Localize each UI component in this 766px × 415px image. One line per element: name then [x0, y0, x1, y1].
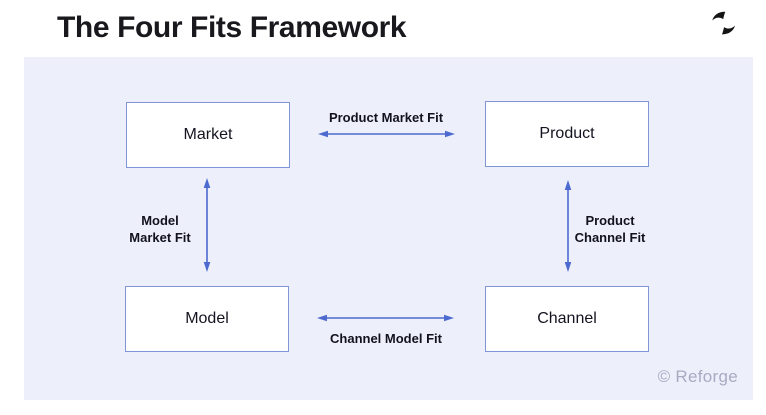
box-channel: Channel [485, 286, 649, 352]
copyright-notice: © Reforge [657, 367, 738, 386]
product-channel-fit-label: Product Channel Fit [550, 212, 670, 246]
model-market-fit-line2: Market Fit [129, 230, 191, 245]
channel-model-fit-arrow [317, 312, 454, 324]
box-product-label: Product [539, 125, 595, 142]
box-channel-label: Channel [537, 310, 597, 327]
product-market-fit-label: Product Market Fit [328, 110, 444, 125]
product-market-fit-arrow [318, 128, 455, 140]
page-title: The Four Fits Framework [57, 11, 407, 44]
product-channel-fit-line1: Product [585, 213, 635, 228]
product-channel-fit-line2: Channel Fit [574, 230, 646, 245]
reforge-logo-icon [709, 9, 735, 35]
model-market-fit-arrow [201, 178, 213, 272]
box-model-label: Model [185, 310, 229, 327]
product-channel-fit-arrow [562, 180, 574, 272]
box-model: Model [125, 286, 289, 352]
box-market-label: Market [183, 126, 233, 143]
model-market-fit-label: Model Market Fit [100, 212, 220, 246]
model-market-fit-line1: Model [141, 213, 179, 228]
channel-model-fit-label: Channel Model Fit [330, 331, 442, 346]
box-market: Market [126, 102, 290, 168]
box-product: Product [485, 101, 649, 167]
diagram-panel: Market Product Model Channel Product Mar… [24, 57, 753, 400]
